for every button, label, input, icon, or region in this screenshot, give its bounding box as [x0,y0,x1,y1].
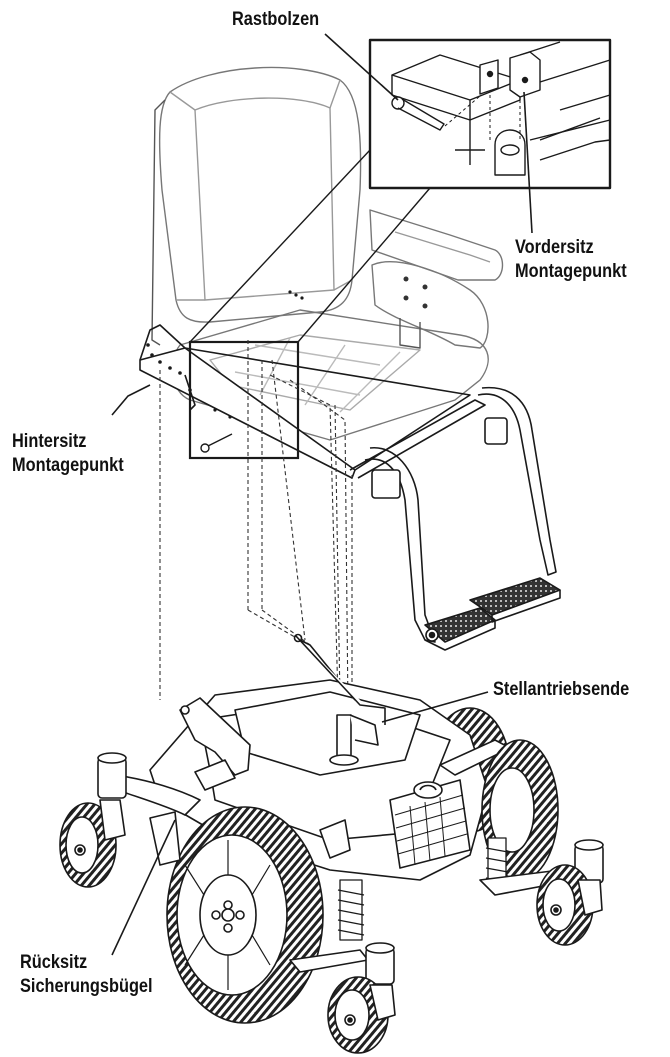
callout-connectors [189,149,431,343]
label-vordersitz-line2: Montagepunkt [515,261,627,282]
label-stellantriebsende: Stellantriebsende [493,679,630,700]
detail-frame-rear [188,340,300,460]
retaining-bracket [149,811,181,866]
label-hintersitz-line2: Montagepunkt [12,455,124,476]
armrest [369,209,504,281]
rear-seat-bracket [179,697,251,776]
label-vordersitz-line1: Vordersitz [515,237,594,258]
caster-wheel [536,864,603,946]
label-rastbolzen: Rastbolzen [232,9,320,30]
label-hintersitz-line1: Hintersitz [12,431,87,452]
footrest-hanger-right [477,386,557,576]
caster-wheel [59,799,126,888]
footrest-hanger-left [364,447,436,643]
small-pin-icon [200,433,233,453]
detail-inset [368,38,612,190]
alignment-lines [159,340,353,725]
label-ruecksitz-line1: Rücksitz [20,952,88,973]
leader-lines [111,33,533,956]
seat-back-cushion [158,66,362,323]
seat-frame [139,290,561,651]
caster-wheel [327,976,396,1054]
actuator-post [336,714,352,761]
label-ruecksitz-line2: Sicherungsbügel [20,976,153,997]
power-base [59,633,604,1054]
